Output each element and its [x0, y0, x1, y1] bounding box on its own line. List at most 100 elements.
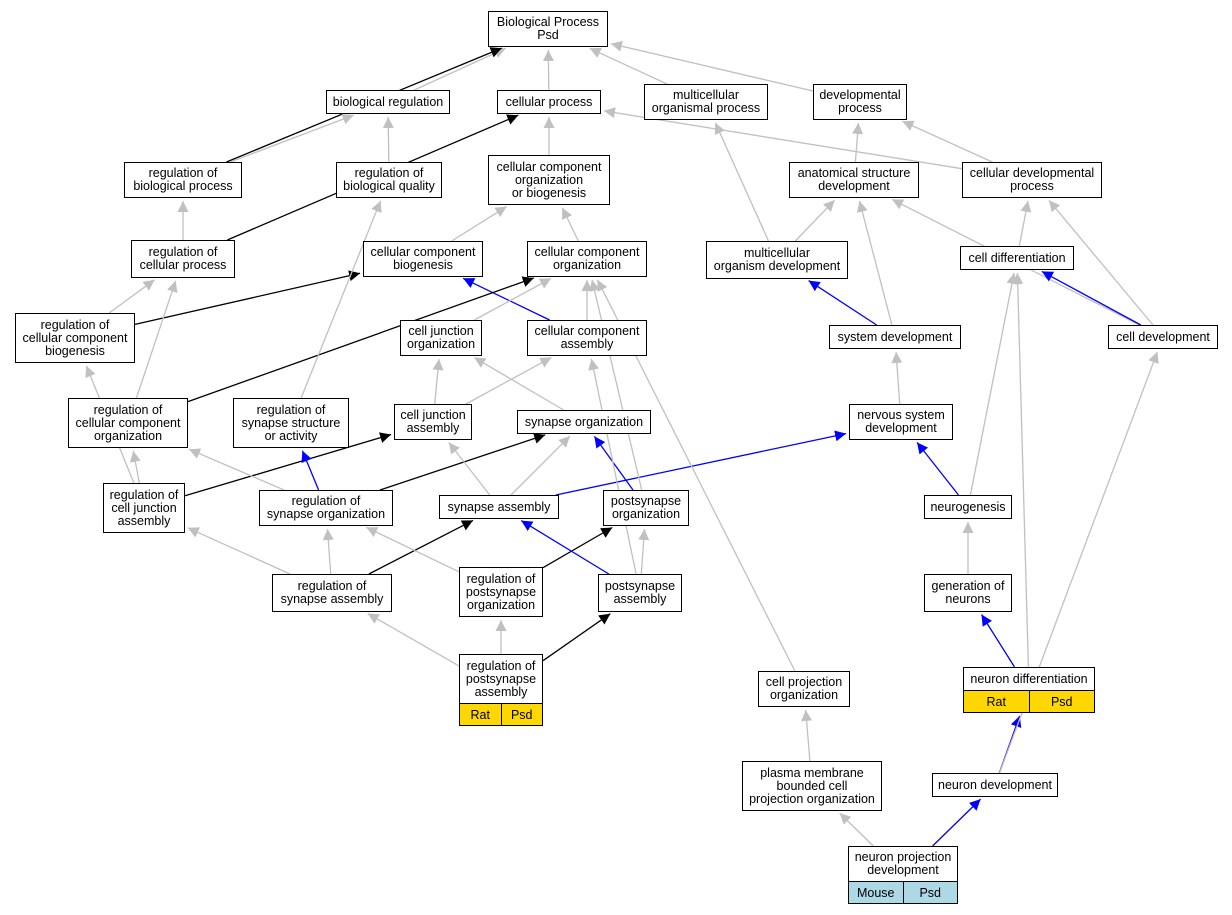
edge-is-a	[465, 356, 552, 405]
edge-is-a	[187, 527, 291, 575]
node-cellular-component-organization-or-biogenesis[interactable]: cellular component organization or bioge…	[488, 155, 610, 205]
edge-is-a	[432, 358, 444, 405]
edge-regulates	[542, 613, 611, 662]
edge-is-a	[108, 279, 155, 314]
node-regulation-of-synapse-structure-or-activity[interactable]: regulation of synapse structure or activ…	[233, 398, 349, 448]
edge-is-a	[902, 120, 993, 163]
edge-is-a	[561, 207, 579, 242]
node-regulation-of-postsynapse-organization[interactable]: regulation of postsynapse organization	[459, 567, 543, 617]
node-neuron-differentiation[interactable]: neuron differentiation	[963, 667, 1095, 691]
node-tags-neuron-projection-development: Mouse Psd	[848, 882, 958, 904]
node-cell-junction-assembly[interactable]: cell junction assembly	[394, 404, 472, 440]
node-regulation-of-cellular-component-organization[interactable]: regulation of cellular component organiz…	[68, 398, 188, 448]
edge-is-a	[448, 442, 491, 496]
node-multicellular-organism-development[interactable]: multicellular organism development	[706, 241, 848, 279]
edge-is-a	[367, 612, 460, 667]
edge-is-a	[300, 200, 382, 399]
node-synapse-assembly[interactable]: synapse assembly	[439, 495, 559, 519]
edge-is-a	[473, 356, 564, 411]
node-biological-regulation[interactable]: biological regulation	[326, 90, 450, 114]
edge-is-a	[638, 528, 650, 575]
edge-regulates	[187, 276, 535, 403]
node-regulation-of-biological-process[interactable]: regulation of biological process	[124, 162, 242, 198]
edge-is-a	[794, 199, 836, 242]
node-cellular-process[interactable]: cellular process	[497, 90, 601, 114]
node-regulation-of-postsynapse-assembly[interactable]: regulation of postsynapse assembly	[459, 654, 543, 704]
node-neuron-development[interactable]: neuron development	[932, 773, 1058, 797]
node-neuron-projection-development[interactable]: neuron projection development	[848, 846, 958, 882]
node-cellular-component-biogenesis[interactable]: cellular component biogenesis	[363, 241, 483, 277]
tag-psd: Psd	[500, 704, 543, 725]
edge-is-a	[414, 47, 507, 91]
edge-is-a	[542, 49, 554, 91]
node-regulation-of-cellular-component-biogenesis[interactable]: regulation of cellular component biogene…	[15, 313, 135, 363]
edge-is-a	[856, 200, 893, 326]
node-bp[interactable]: Biological Process Psd	[488, 11, 608, 47]
edge-is-a	[451, 206, 507, 242]
node-plasma-membrane-bounded-cell-projection-organization[interactable]: plasma membrane bounded cell projection …	[742, 761, 882, 811]
node-anatomical-structure-development[interactable]: anatomical structure development	[789, 162, 919, 198]
edge-is-a	[589, 47, 668, 85]
node-cellular-developmental-process[interactable]: cellular developmental process	[962, 162, 1102, 198]
node-developmental-process[interactable]: developmental process	[813, 84, 907, 120]
node-system-development[interactable]: system development	[829, 325, 961, 349]
edge-is-a	[969, 272, 1018, 496]
node-cell-projection-organization[interactable]: cell projection organization	[758, 671, 850, 707]
edge-part-of	[520, 520, 610, 575]
edge-is-a	[382, 116, 394, 163]
node-neurogenesis[interactable]: neurogenesis	[924, 495, 1012, 519]
edge-is-a	[588, 358, 637, 575]
node-cell-development[interactable]: cell development	[1108, 325, 1218, 349]
edge-regulates	[379, 433, 546, 491]
edge-is-a	[129, 450, 141, 484]
edge-is-a	[589, 279, 643, 491]
node-regulation-of-synapse-assembly[interactable]: regulation of synapse assembly	[272, 574, 392, 612]
node-nervous-system-development[interactable]: nervous system development	[849, 404, 953, 440]
node-regulation-of-biological-quality[interactable]: regulation of biological quality	[336, 162, 442, 198]
edge-is-a	[322, 528, 334, 575]
edge-regulates	[542, 526, 613, 569]
edge-is-a	[891, 351, 903, 405]
edge-regulates	[368, 519, 474, 575]
edge-part-of	[932, 798, 982, 847]
tag-psd: Psd	[902, 882, 958, 903]
edge-is-a	[714, 122, 770, 242]
node-cell-differentiation[interactable]: cell differentiation	[960, 246, 1074, 270]
edge-is-a	[603, 107, 963, 170]
node-postsynapse-organization[interactable]: postsynapse organization	[603, 490, 689, 526]
tag-mouse: Mouse	[856, 885, 895, 900]
edge-part-of	[916, 441, 960, 496]
tag-rat: Rat	[470, 707, 490, 722]
node-cell-junction-organization[interactable]: cell junction organization	[400, 320, 482, 356]
edge-part-of	[555, 430, 847, 496]
edge-is-a	[230, 113, 354, 163]
node-tags-neuron-differentiation: Rat Psd	[963, 691, 1095, 713]
node-tags-regulation-of-postsynapse-assembly: Rat Psd	[459, 704, 543, 726]
node-regulation-of-cellular-process[interactable]: regulation of cellular process	[131, 240, 235, 278]
edge-is-a	[365, 526, 460, 573]
node-synapse-organization[interactable]: synapse organization	[517, 410, 651, 434]
edge-part-of	[301, 450, 320, 491]
edge-is-a	[188, 448, 285, 491]
node-postsynapse-assembly[interactable]: postsynapse assembly	[598, 574, 682, 612]
node-cellular-component-organization[interactable]: cellular component organization	[527, 241, 647, 277]
edge-is-a	[1018, 200, 1032, 247]
edge-regulates	[184, 432, 392, 497]
tag-rat: Rat	[986, 694, 1006, 709]
tag-psd: Psd	[1028, 691, 1095, 712]
edge-part-of	[980, 614, 1016, 668]
edge-is-a	[610, 40, 814, 92]
edge-is-a	[852, 122, 864, 163]
edge-part-of	[462, 277, 550, 321]
node-regulation-of-synapse-organization[interactable]: regulation of synapse organization	[259, 490, 393, 526]
edge-is-a	[1048, 199, 1154, 326]
node-multicellular-organismal-process[interactable]: multicellular organismal process	[644, 84, 768, 120]
edge-is-a	[1012, 272, 1030, 668]
edge-regulates	[134, 270, 361, 326]
node-regulation-of-cell-junction-assembly[interactable]: regulation of cell junction assembly	[103, 483, 185, 533]
edge-is-a	[839, 812, 874, 847]
node-generation-of-neurons[interactable]: generation of neurons	[924, 574, 1012, 612]
edge-part-of	[808, 280, 877, 326]
node-cellular-component-assembly[interactable]: cellular component assembly	[527, 320, 647, 356]
